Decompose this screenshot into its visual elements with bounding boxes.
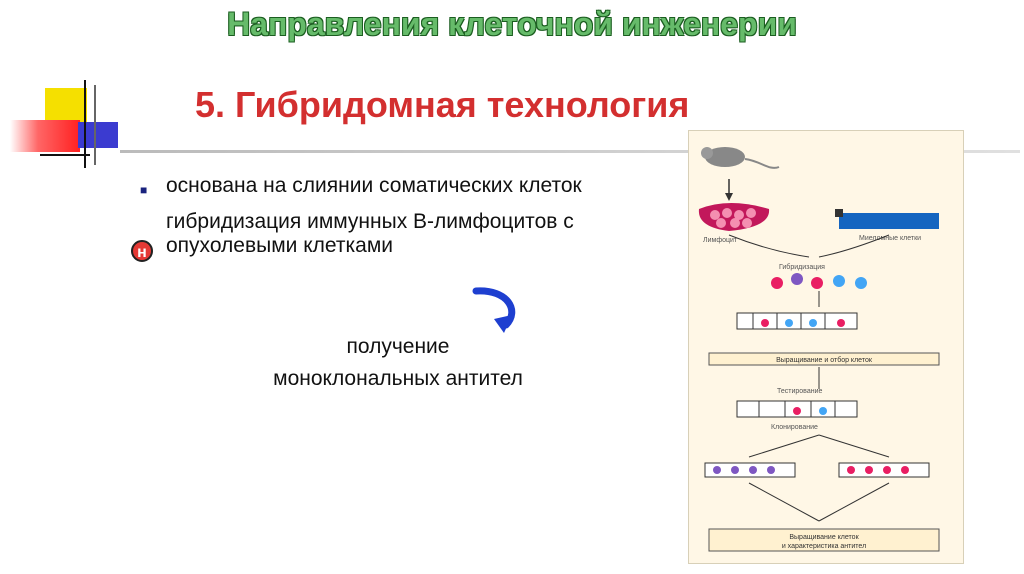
- culture-plate: [736, 400, 858, 418]
- square-bullet-icon: ■: [140, 183, 148, 197]
- slide-title: 5. Гибридомная технология: [195, 84, 690, 125]
- mouse-icon: [701, 147, 780, 169]
- result-line-1: получение: [346, 335, 450, 358]
- curved-arrow-icon: [472, 287, 516, 333]
- label-lymphocyte: Лимфоцит: [703, 237, 738, 244]
- label-testing: Тестирование: [777, 388, 822, 395]
- bullet-list: ■ основана на слиянии соматических клето…: [140, 174, 660, 266]
- label-selection: Выращивание и отбор клеток: [776, 356, 873, 364]
- label-growth: Выращивание клеток: [789, 534, 859, 541]
- label-antibody: и характеристика антител: [782, 543, 866, 550]
- bullet-item: гибридизация иммунных В-лимфоцитов с опу…: [140, 210, 660, 258]
- bullet-text: гибридизация иммунных В-лимфоцитов с опу…: [166, 210, 574, 257]
- section-header: Направления клеточной инженерии: [227, 6, 797, 42]
- bullet-item: ■ основана на слиянии соматических клето…: [140, 174, 660, 202]
- culture-plate: [704, 462, 796, 478]
- culture-plate: [736, 312, 858, 330]
- title-divider: [120, 150, 1020, 153]
- lymphocyte-dish: [698, 203, 770, 231]
- label-hybridization: Гибридизация: [779, 263, 825, 271]
- label-myeloma: Миеломные клетки: [859, 235, 921, 242]
- label-cloning: Клонирование: [771, 424, 818, 431]
- hybridoma-diagram: Лимфоцит Миеломные клетки Гибридизация В…: [688, 130, 964, 564]
- result-line-2: моноклональных антител: [273, 367, 523, 390]
- red-circle-marker-icon: н: [131, 240, 153, 262]
- culture-plate: [838, 462, 930, 478]
- myeloma-flask: [835, 209, 939, 229]
- decorative-logo: [10, 80, 120, 170]
- bullet-text: основана на слиянии соматических клеток: [166, 174, 582, 197]
